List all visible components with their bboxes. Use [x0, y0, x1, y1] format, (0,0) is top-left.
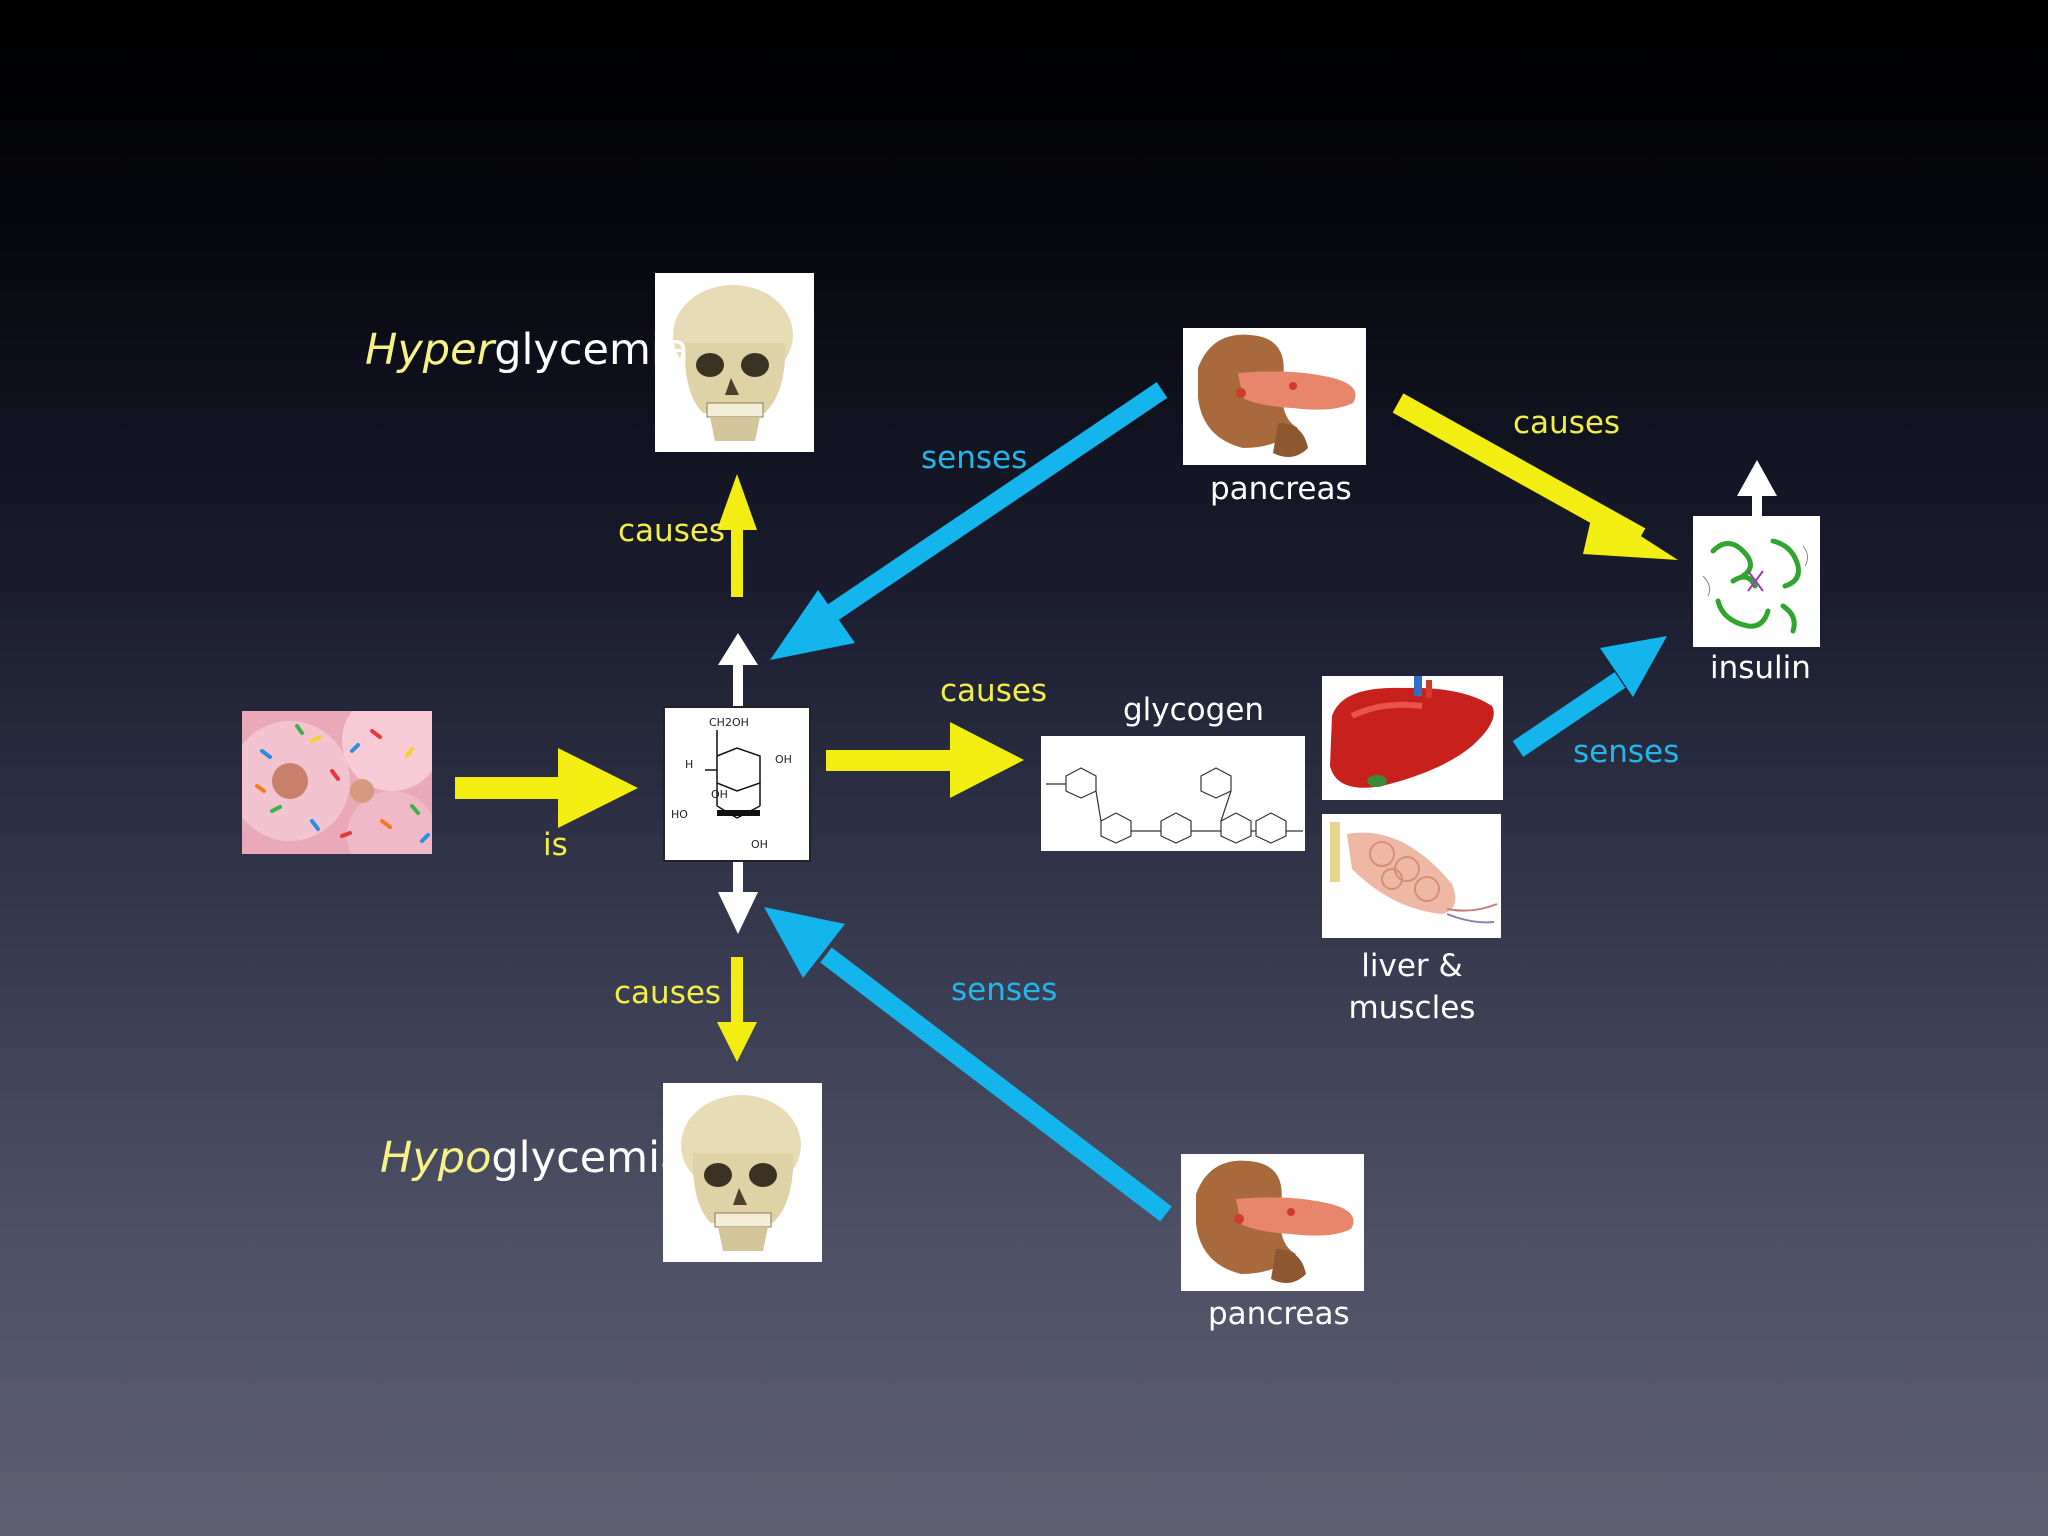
glycogen-structure	[1041, 736, 1305, 851]
label-insulin: insulin	[1710, 650, 1811, 686]
edge-label-senses-liver: senses	[1573, 734, 1680, 770]
edge-label-senses-top: senses	[921, 440, 1028, 476]
glucose-structure: CH2OH OH HO OH OH H	[663, 706, 811, 862]
donut-icon	[242, 711, 432, 854]
skull-image-top	[655, 273, 814, 452]
glucose-h-atom: H	[685, 758, 693, 771]
arrow-white-up-glucose	[718, 633, 758, 707]
label-pancreas-top: pancreas	[1210, 471, 1352, 507]
edge-label-is: is	[543, 827, 568, 863]
arrow-causes-hyper	[717, 474, 757, 597]
hypo-suffix: glycemia	[491, 1133, 687, 1183]
label-liver-muscles: liver & muscles	[1342, 945, 1482, 1029]
insulin-molecule-icon	[1693, 516, 1820, 647]
arrow-causes-glycogen	[826, 722, 1024, 798]
arrow-is	[455, 748, 638, 828]
arrow-senses-bottom	[764, 907, 1172, 1222]
label-hypoglycemia: Hypoglycemia	[380, 1133, 686, 1183]
label-hyperglycemia: Hyperglycemia	[365, 325, 689, 375]
pancreas-image-top	[1183, 328, 1366, 465]
arrow-causes-hypo	[717, 957, 757, 1062]
glucose-ring-icon: CH2OH OH HO OH OH H	[671, 716, 792, 851]
glucose-ch2oh: CH2OH	[709, 716, 749, 729]
arrow-white-down-glucose	[718, 857, 758, 934]
pancreas-icon	[1183, 328, 1366, 465]
glycogen-chain-icon	[1041, 736, 1305, 851]
glucose-ho-left: HO	[671, 808, 688, 821]
glucose-oh-right: OH	[775, 753, 792, 766]
liver-image	[1322, 676, 1503, 800]
label-glycogen: glycogen	[1123, 692, 1265, 728]
arrow-senses-liver	[1512, 636, 1667, 757]
insulin-image	[1693, 516, 1820, 647]
hyper-prefix: Hyper	[365, 325, 495, 375]
pancreas-image-bottom	[1181, 1154, 1364, 1291]
edge-label-causes-glycogen: causes	[940, 673, 1048, 709]
hyper-suffix: glycemia	[494, 325, 690, 375]
liver-icon	[1322, 676, 1503, 800]
pancreas-icon	[1181, 1154, 1364, 1291]
liver-muscles-line1: liver &	[1361, 948, 1463, 984]
glucose-oh-bottom: OH	[751, 838, 768, 851]
muscle-icon	[1322, 814, 1501, 938]
hypo-prefix: Hypo	[380, 1133, 492, 1183]
edge-label-causes-insulin: causes	[1513, 405, 1621, 441]
donut-image	[242, 711, 432, 854]
arrow-causes-insulin	[1392, 393, 1678, 560]
glucose-oh-mid: OH	[711, 788, 728, 801]
liver-muscles-line2: muscles	[1348, 990, 1476, 1026]
skull-icon	[663, 1083, 822, 1262]
skull-image-bottom	[663, 1083, 822, 1262]
edge-label-causes-hypo: causes	[614, 975, 722, 1011]
edge-label-causes-hyper: causes	[618, 513, 726, 549]
muscle-image	[1322, 814, 1501, 938]
arrow-white-up-insulin	[1737, 460, 1777, 518]
skull-icon	[655, 273, 814, 452]
arrow-senses-top	[770, 382, 1168, 660]
label-pancreas-bottom: pancreas	[1208, 1296, 1350, 1332]
edge-label-senses-bottom: senses	[951, 972, 1058, 1008]
